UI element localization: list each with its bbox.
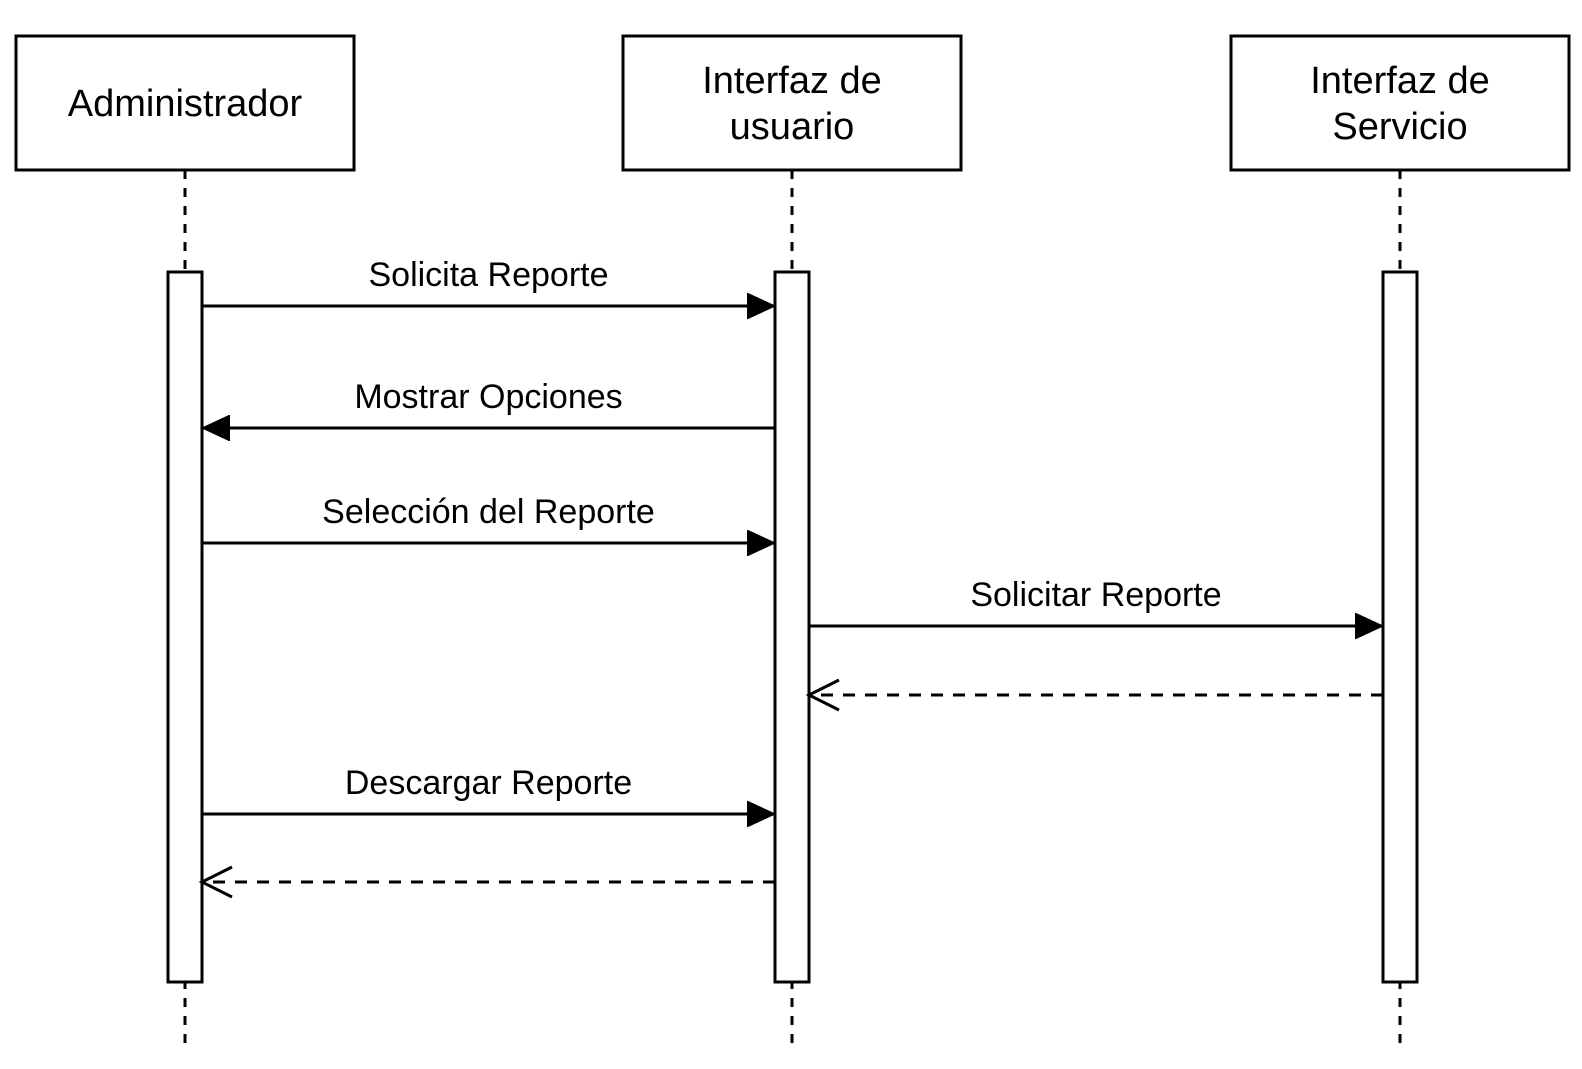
activation-bar-service bbox=[1381, 270, 1419, 984]
message-label: Selección del Reporte bbox=[322, 493, 655, 531]
message-label: Solicita Reporte bbox=[368, 256, 608, 294]
participant-box bbox=[621, 34, 963, 172]
participant-label: Administrador bbox=[68, 83, 303, 125]
open-arrowhead-icon bbox=[805, 678, 840, 712]
message-arrow: Descargar Reporte bbox=[202, 764, 775, 814]
message-label: Solicitar Reporte bbox=[970, 576, 1221, 614]
participant-label: usuario bbox=[730, 106, 855, 148]
open-arrowhead-icon bbox=[198, 865, 233, 899]
message-arrow: Mostrar Opciones bbox=[202, 378, 775, 428]
message-label: Mostrar Opciones bbox=[354, 378, 622, 416]
participant-box bbox=[14, 34, 356, 172]
message-arrow: Solicita Reporte bbox=[202, 256, 775, 306]
return-message bbox=[198, 865, 775, 899]
message-arrow: Selección del Reporte bbox=[202, 493, 775, 543]
activation-bars bbox=[166, 270, 1419, 984]
participant-box bbox=[1229, 34, 1571, 172]
activation-bar-ui bbox=[773, 270, 811, 984]
message-label: Descargar Reporte bbox=[345, 764, 632, 802]
return-message bbox=[805, 678, 1383, 712]
participant-label: Servicio bbox=[1332, 106, 1467, 148]
message-arrow: Solicitar Reporte bbox=[809, 576, 1383, 626]
activation-bar-admin bbox=[166, 270, 204, 984]
participant-label: Interfaz de bbox=[1310, 60, 1490, 102]
participant-admin: Administrador bbox=[14, 34, 356, 172]
participant-label: Interfaz de bbox=[702, 60, 882, 102]
